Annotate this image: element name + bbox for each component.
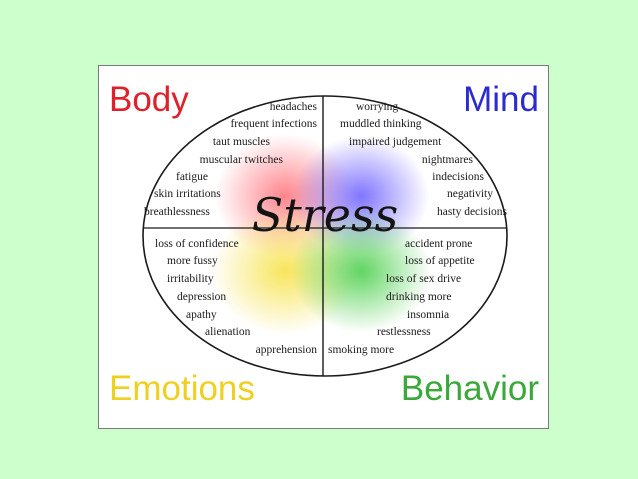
stress-diagram: Body Mind Emotions Behavior headaches fr…: [109, 80, 539, 408]
emotions-item: irritability: [167, 273, 214, 285]
body-item: frequent infections: [230, 118, 317, 130]
body-title: Body: [109, 80, 189, 119]
body-item: skin irritations: [154, 188, 221, 200]
body-item: taut muscles: [213, 136, 271, 148]
mind-items: worrying muddled thinking impaired judge…: [340, 101, 508, 218]
stress-label: Stress: [252, 188, 398, 242]
body-item: fatigue: [176, 171, 208, 183]
emotions-item: alienation: [205, 326, 251, 338]
color-glow: [211, 134, 431, 335]
behavior-item: accident prone: [405, 238, 472, 250]
behavior-item: smoking more: [328, 344, 394, 356]
mind-item: negativity: [447, 188, 493, 200]
mind-item: hasty decisions: [437, 206, 507, 218]
emotions-item: loss of confidence: [155, 238, 239, 250]
mind-item: muddled thinking: [340, 118, 422, 130]
emotions-item: more fussy: [167, 255, 218, 267]
mind-title: Mind: [463, 80, 539, 119]
emotions-item: apathy: [186, 309, 217, 321]
behavior-item: drinking more: [386, 291, 451, 303]
body-item: headaches: [270, 101, 318, 113]
behavior-item: loss of appetite: [405, 255, 475, 267]
mind-item: impaired judgement: [349, 136, 442, 148]
body-item: breathlessness: [144, 206, 210, 218]
behavior-item: insomnia: [407, 309, 449, 321]
behavior-items: accident prone loss of appetite loss of …: [328, 238, 475, 356]
emotions-title: Emotions: [109, 369, 255, 408]
mind-item: nightmares: [422, 154, 474, 166]
emotions-items: loss of confidence more fussy irritabili…: [155, 238, 317, 356]
mind-item: worrying: [356, 101, 398, 113]
body-item: muscular twitches: [200, 154, 284, 166]
body-items: headaches frequent infections taut muscl…: [144, 101, 318, 218]
stress-diagram-card: Body Mind Emotions Behavior headaches fr…: [98, 65, 549, 429]
emotions-item: depression: [177, 291, 226, 303]
behavior-title: Behavior: [401, 369, 539, 408]
behavior-item: restlessness: [377, 326, 431, 338]
behavior-item: loss of sex drive: [386, 273, 461, 285]
oval-outline: [142, 95, 508, 377]
emotions-item: apprehension: [256, 344, 318, 356]
mind-item: indecisions: [432, 171, 484, 183]
